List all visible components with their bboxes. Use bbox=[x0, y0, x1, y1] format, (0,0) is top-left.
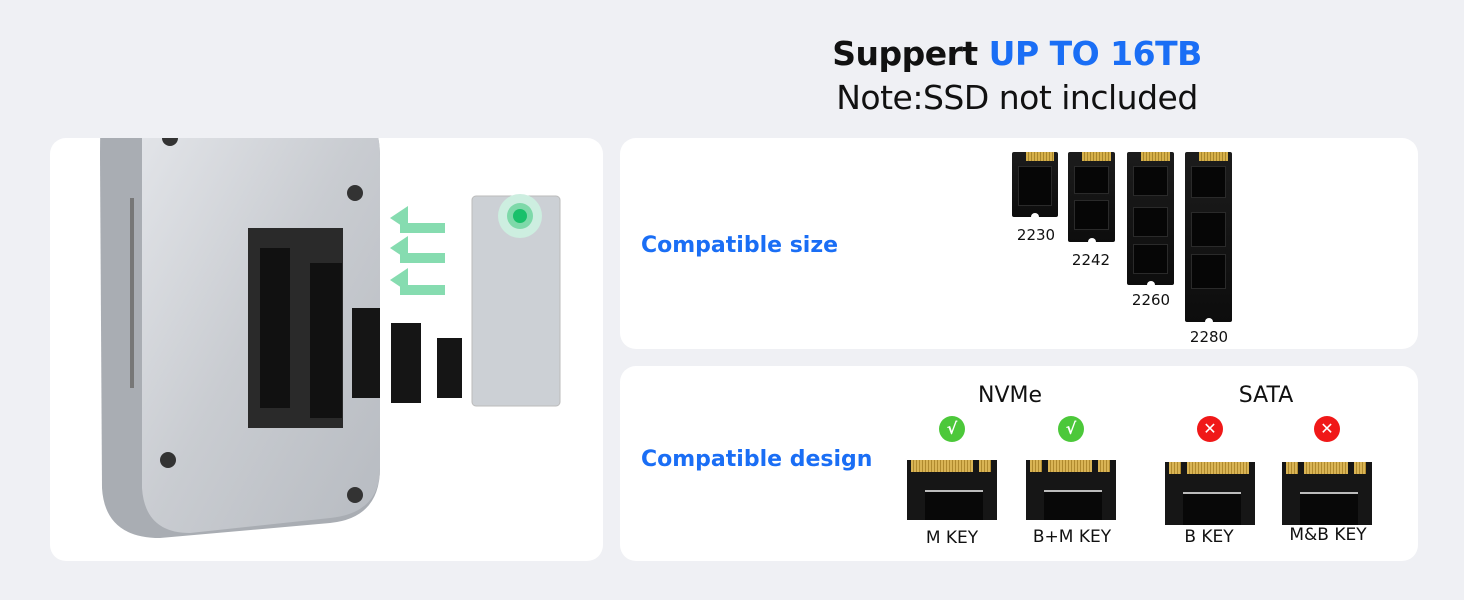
b-key-ssd-image bbox=[1165, 462, 1255, 525]
size-label-2242: 2242 bbox=[1071, 251, 1111, 269]
ssd-2260-image bbox=[1127, 152, 1174, 286]
mb-key-ssd-image bbox=[1282, 462, 1372, 525]
cross-icon: ✕ bbox=[1197, 416, 1223, 442]
size-label-2230: 2230 bbox=[1016, 226, 1056, 244]
ssd-2230-image bbox=[1012, 152, 1058, 218]
ssd-2280-image bbox=[1185, 152, 1232, 323]
check-icon: √ bbox=[1058, 416, 1084, 442]
headline-prefix: Suppert bbox=[832, 34, 989, 73]
check-icon: √ bbox=[939, 416, 965, 442]
key-label-bm: B+M KEY bbox=[1032, 527, 1112, 547]
key-label-b: B KEY bbox=[1184, 527, 1234, 547]
headline-capacity: UP TO 16TB bbox=[988, 34, 1203, 73]
key-label-mb: M&B KEY bbox=[1289, 525, 1367, 545]
compatible-design-label: Compatible design bbox=[641, 447, 873, 472]
compatible-size-label: Compatible size bbox=[641, 233, 839, 258]
bm-key-ssd-image bbox=[1026, 460, 1116, 520]
size-label-2260: 2260 bbox=[1131, 291, 1171, 309]
headline: Suppert UP TO 16TB bbox=[720, 34, 1314, 73]
sata-heading: SATA bbox=[1238, 383, 1294, 408]
cross-icon: ✕ bbox=[1314, 416, 1340, 442]
ssd-2242-image bbox=[1068, 152, 1115, 243]
nvme-heading: NVMe bbox=[977, 383, 1043, 408]
product-image-card bbox=[50, 138, 603, 561]
note: Note:SSD not included bbox=[836, 78, 1198, 117]
m-key-ssd-image bbox=[907, 460, 997, 520]
key-label-m: M KEY bbox=[925, 528, 979, 548]
enclosure-illustration bbox=[100, 138, 561, 538]
size-label-2280: 2280 bbox=[1189, 328, 1229, 346]
